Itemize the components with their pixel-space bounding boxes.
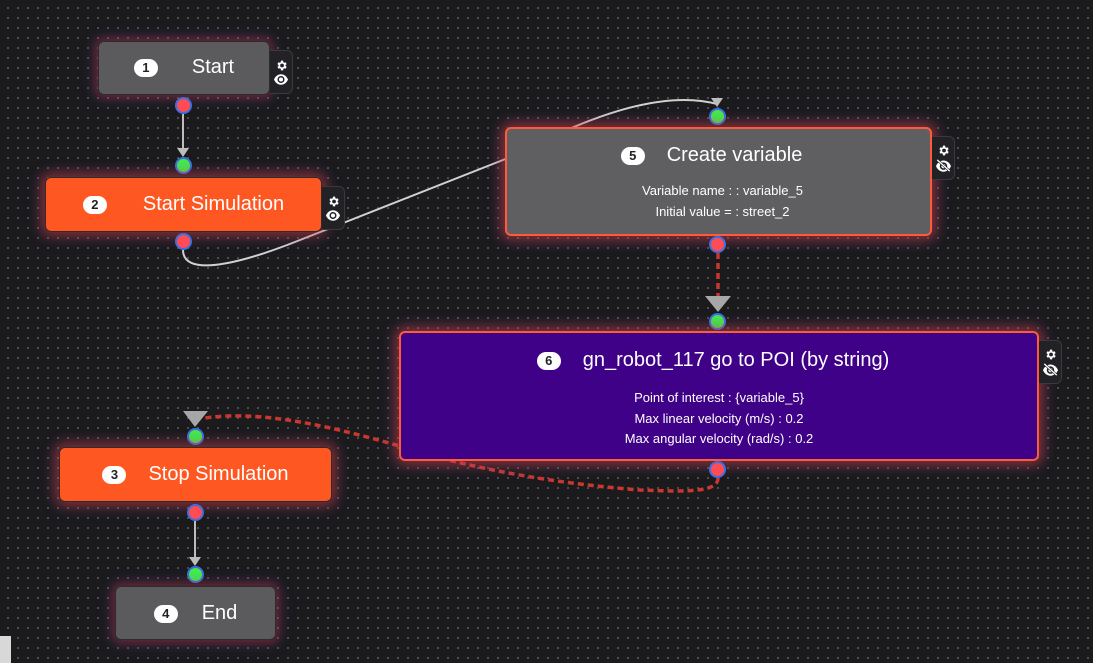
edge-arrowhead (711, 98, 723, 107)
edge-go-to-poi-to-stop-simulation[interactable] (204, 414, 720, 493)
node-title-row: 3 Stop Simulation (60, 463, 331, 486)
node-title: Start Simulation (142, 193, 285, 215)
node-number-badge: 3 (102, 465, 127, 484)
node-number-badge: 1 (133, 58, 158, 77)
node-title-row: 2 Start Simulation (46, 193, 321, 216)
edge-arrowhead (177, 148, 189, 157)
node-create-variable[interactable]: 5 Create variable Variable name : : vari… (505, 127, 932, 236)
node-title-row: 5 Create variable (493, 144, 930, 167)
node-stop-simulation-input-port[interactable] (187, 428, 204, 445)
edge-arrowhead (183, 411, 208, 427)
edge-arrowhead (189, 557, 201, 566)
param-max-linear-velocity: Max linear velocity (m/s) : 0.2 (634, 410, 804, 426)
node-title-row: 6 gn_robot_117 go to POI (by string) (389, 349, 1037, 372)
param-max-angular-velocity: Max angular velocity (rad/s) : 0.2 (624, 431, 814, 446)
node-start-simulation[interactable]: 2 Start Simulation (45, 177, 322, 232)
node-start[interactable]: 1 Start (98, 41, 270, 95)
node-number-badge: 5 (620, 146, 645, 165)
node-title: gn_robot_117 go to POI (by string) (582, 349, 890, 371)
edge-arrowhead (705, 296, 731, 312)
node-end-input-port[interactable] (187, 566, 204, 583)
node-end[interactable]: 4 End (115, 586, 276, 640)
node-go-to-poi-input-port[interactable] (709, 313, 726, 330)
gear-icon[interactable] (275, 59, 288, 72)
node-go-to-poi[interactable]: 6 gn_robot_117 go to POI (by string) Poi… (399, 331, 1039, 461)
node-start-simulation-output-port[interactable] (175, 233, 192, 250)
eye-off-icon[interactable] (1042, 363, 1058, 376)
node-go-to-poi-output-port[interactable] (709, 461, 726, 478)
node-start-toolbar (270, 50, 293, 94)
node-stop-simulation[interactable]: 3 Stop Simulation (59, 447, 332, 502)
canvas-corner-handle (0, 636, 11, 663)
node-title-row: 4 End (116, 602, 275, 625)
node-create-variable-toolbar (932, 136, 955, 180)
node-start-simulation-toolbar (322, 186, 345, 230)
node-title: Create variable (666, 144, 803, 166)
node-params: Variable name : : variable_5 Initial val… (507, 181, 930, 222)
node-params: Point of interest : {variable_5} Max lin… (401, 388, 1037, 450)
param-variable-name: Variable name : : variable_5 (642, 183, 803, 198)
param-initial-value: Initial value = : street_2 (655, 203, 790, 219)
eye-off-icon[interactable] (935, 159, 951, 172)
node-title: End (201, 602, 238, 624)
node-create-variable-input-port[interactable] (709, 108, 726, 125)
node-number-badge: 6 (536, 351, 561, 370)
node-start-output-port[interactable] (175, 97, 192, 114)
node-go-to-poi-toolbar (1039, 340, 1062, 384)
gear-icon[interactable] (327, 195, 340, 208)
node-title: Start (191, 56, 235, 78)
node-number-badge: 4 (153, 604, 178, 623)
eye-icon[interactable] (326, 210, 340, 221)
eye-icon[interactable] (274, 74, 288, 85)
node-stop-simulation-output-port[interactable] (187, 504, 204, 521)
node-create-variable-output-port[interactable] (709, 236, 726, 253)
param-point-of-interest: Point of interest : {variable_5} (634, 390, 804, 405)
gear-icon[interactable] (1044, 348, 1057, 361)
node-title: Stop Simulation (148, 463, 289, 485)
gear-icon[interactable] (937, 144, 950, 157)
node-start-simulation-input-port[interactable] (175, 157, 192, 174)
node-number-badge: 2 (82, 195, 107, 214)
node-title-row: 1 Start (99, 56, 269, 79)
